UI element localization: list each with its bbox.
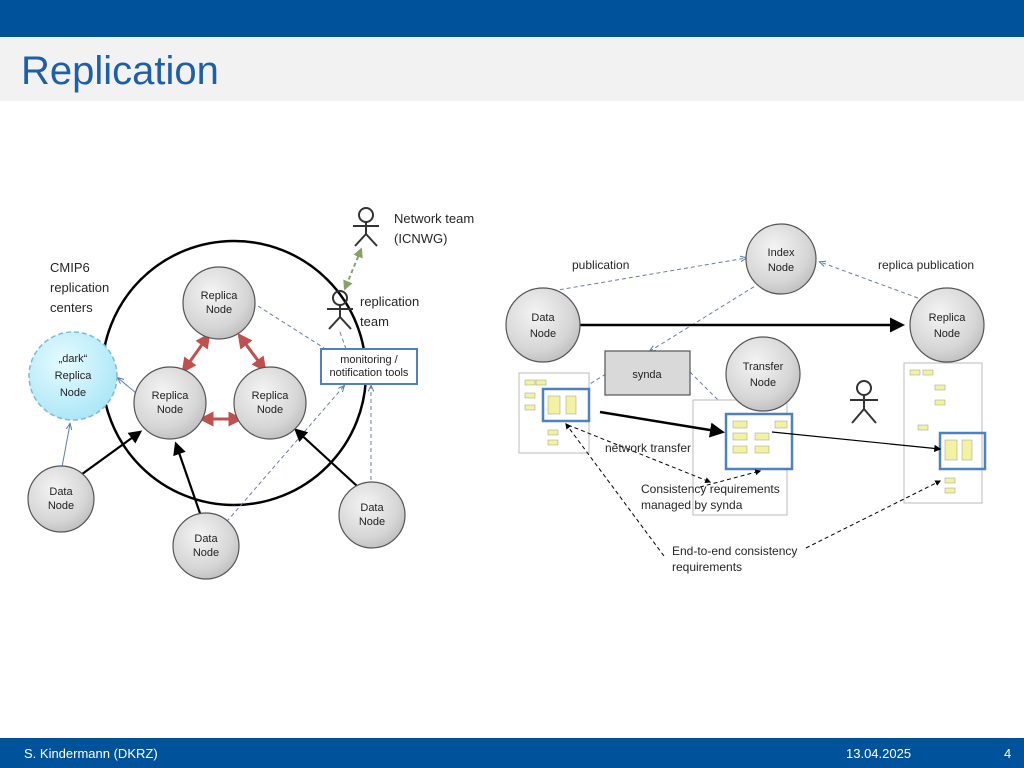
red-arrow-top-left bbox=[181, 332, 211, 374]
replication-team-label-1: replication bbox=[360, 294, 419, 309]
network-team-sub-label: (ICNWG) bbox=[394, 231, 447, 246]
synda-label: synda bbox=[632, 369, 662, 381]
index-node bbox=[745, 223, 817, 295]
data-right-label-1: Data bbox=[360, 502, 384, 514]
centers-label-1: CMIP6 bbox=[50, 260, 90, 275]
network-team-label: Network team bbox=[394, 211, 474, 226]
data-left-dark-link bbox=[61, 424, 70, 468]
monitoring-label-1: monitoring / bbox=[340, 354, 398, 366]
slide-title: Replication bbox=[21, 49, 219, 93]
right-replica-node bbox=[909, 287, 985, 363]
end-to-end-link-right bbox=[805, 480, 942, 549]
replication-diagram: Network team (ICNWG) CMIP6 replication c… bbox=[27, 207, 987, 580]
network-transfer-label: network transfer bbox=[605, 441, 691, 455]
data-left-label-1: Data bbox=[49, 486, 73, 498]
publication-link bbox=[545, 258, 746, 293]
index-synda-link bbox=[650, 282, 761, 351]
monitoring-label-2: notification tools bbox=[330, 367, 409, 379]
right-data-node-label-2: Node bbox=[530, 328, 556, 340]
right-replica-node-label-1: Replica bbox=[929, 312, 967, 324]
user-person-icon bbox=[850, 380, 878, 424]
right-replica-node-label-2: Node bbox=[934, 328, 960, 340]
replica-doc-thumbnail bbox=[903, 362, 987, 504]
replica-dark-link bbox=[118, 378, 137, 394]
data-bottom-label-1: Data bbox=[194, 533, 218, 545]
title-bar bbox=[0, 37, 1024, 101]
data-left-arrow bbox=[77, 430, 143, 478]
replica-node-left bbox=[133, 366, 207, 440]
data-bottom-monitoring-link bbox=[221, 386, 344, 528]
data-node-right bbox=[338, 481, 406, 549]
footer-author: S. Kindermann (DKRZ) bbox=[24, 746, 158, 761]
index-node-label-1: Index bbox=[768, 247, 795, 259]
end-to-end-label-1: End-to-end consistency bbox=[672, 544, 797, 558]
transfer-node bbox=[725, 336, 801, 412]
centers-label-2: replication bbox=[50, 280, 109, 295]
transfer-node-label-2: Node bbox=[750, 377, 776, 389]
replica-publication-link bbox=[820, 262, 919, 299]
data-right-label-2: Node bbox=[359, 516, 385, 528]
dark-node-label-3: Node bbox=[60, 387, 86, 399]
consistency-link-2 bbox=[699, 469, 762, 488]
replica-right-label-2: Node bbox=[257, 404, 283, 416]
footer-date: 13.04.2025 bbox=[846, 746, 912, 761]
consistency-label-2: managed by synda bbox=[641, 498, 743, 512]
network-transfer-arrow bbox=[599, 410, 725, 438]
right-data-node-label-1: Data bbox=[531, 312, 555, 324]
end-to-end-label-2: requirements bbox=[672, 560, 742, 574]
top-monitoring-link bbox=[257, 305, 325, 349]
right-data-node bbox=[505, 287, 581, 363]
replica-right-label-1: Replica bbox=[252, 390, 290, 402]
dark-node-label-1: „dark“ bbox=[59, 353, 88, 365]
data-node-bottom bbox=[172, 512, 240, 580]
replication-team-person-icon bbox=[327, 290, 353, 330]
source-doc-thumbnail bbox=[518, 372, 591, 454]
consistency-link-1 bbox=[567, 424, 712, 483]
replica-top-label-2: Node bbox=[206, 304, 232, 316]
consistency-label-1: Consistency requirements bbox=[641, 482, 780, 496]
dark-replica-node bbox=[28, 331, 118, 421]
footer-bar: S. Kindermann (DKRZ) 13.04.2025 4 bbox=[0, 738, 1024, 768]
data-bottom-arrow bbox=[173, 441, 204, 520]
replication-team-label-2: team bbox=[360, 314, 389, 329]
data-node-left bbox=[27, 465, 95, 533]
monitoring-box bbox=[320, 348, 418, 385]
data-left-label-2: Node bbox=[48, 500, 74, 512]
transfer-doc-thumbnail bbox=[692, 399, 794, 516]
synda-box bbox=[604, 350, 691, 396]
publication-label: publication bbox=[572, 258, 629, 272]
transfer-replica-arrow bbox=[771, 431, 942, 453]
replica-node-right bbox=[233, 366, 307, 440]
centers-label-3: centers bbox=[50, 300, 93, 315]
network-replication-link bbox=[343, 247, 363, 291]
team-monitoring-link bbox=[339, 331, 347, 350]
dark-node-label-2: Replica bbox=[55, 370, 93, 382]
data-bottom-label-2: Node bbox=[193, 547, 219, 559]
replica-publication-label: replica publication bbox=[878, 258, 974, 272]
network-team-person-icon bbox=[353, 207, 379, 247]
footer-page-number: 4 bbox=[1004, 746, 1012, 761]
top-bar bbox=[0, 0, 1024, 37]
replica-left-label-1: Replica bbox=[152, 390, 190, 402]
index-node-label-2: Node bbox=[768, 262, 794, 274]
transfer-node-label-1: Transfer bbox=[743, 361, 784, 373]
red-arrow-top-right bbox=[237, 332, 267, 373]
replica-top-label-1: Replica bbox=[201, 290, 239, 302]
replica-node-top bbox=[182, 266, 256, 340]
data-right-arrow bbox=[294, 428, 358, 487]
replica-left-label-2: Node bbox=[157, 404, 183, 416]
